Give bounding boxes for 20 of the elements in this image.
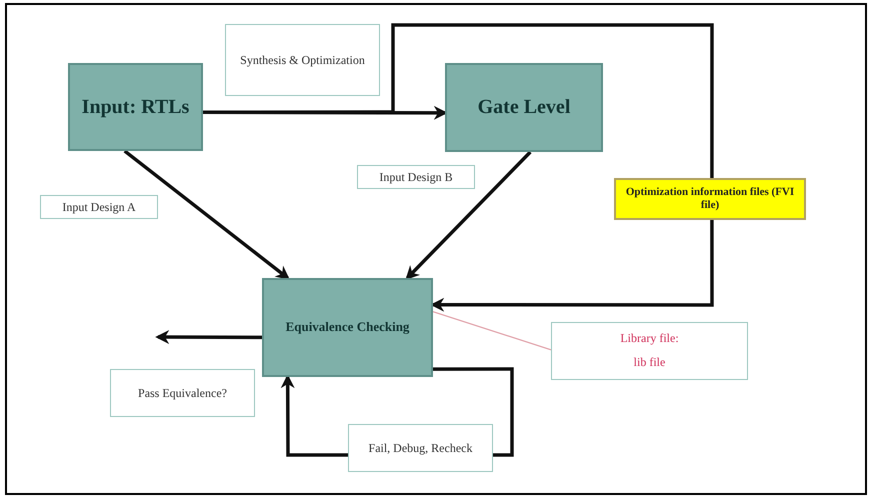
process-box [262,278,433,377]
callout-box [551,322,748,380]
edge-label: Fail, Debug, Recheck [348,424,493,472]
node-text: Input: RTLs [82,96,190,118]
node-text: Library file: [620,332,679,346]
arrow [124,150,290,280]
node-text: Optimization information files (FVI file) [624,186,796,212]
note-box [614,178,806,220]
arrow [405,150,532,280]
leader-line [432,311,552,350]
edge-label: Pass Equivalence? [110,369,255,417]
process-box [68,63,203,151]
node-text: lib file [634,356,666,370]
edge-label: Input Design A [40,195,158,219]
edge-label: Input Design B [357,165,475,189]
process-box [445,63,603,152]
node-text: Equivalence Checking [286,320,410,335]
arrow [155,330,262,344]
node-text: Gate Level [478,96,570,119]
edge-label: Synthesis & Optimization [225,24,380,96]
